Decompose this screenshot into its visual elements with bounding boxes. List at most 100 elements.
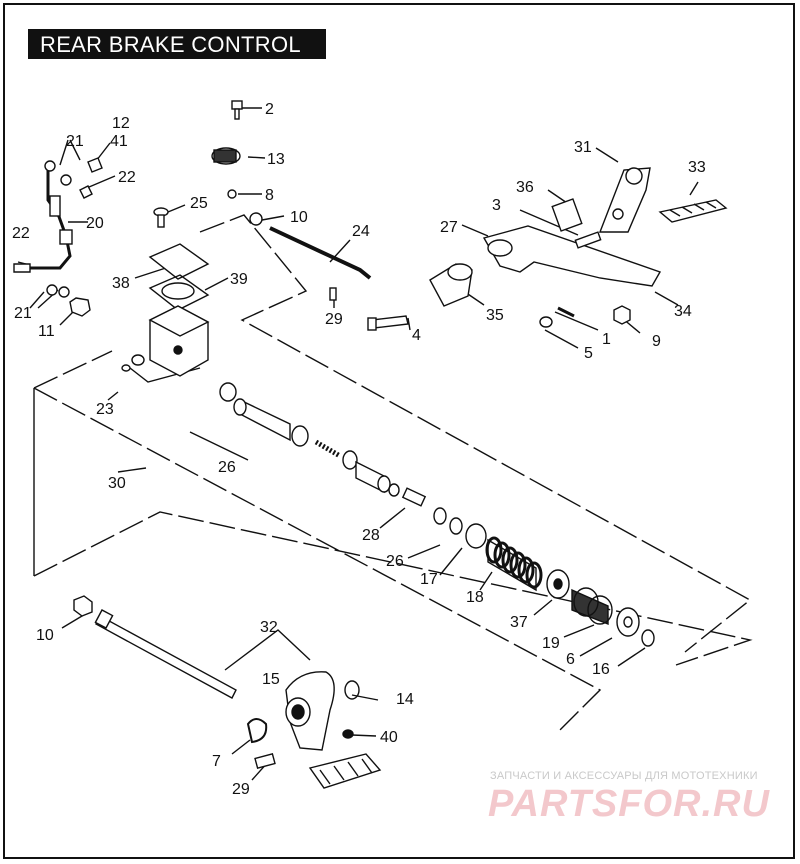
pin-part-29 (329, 287, 337, 301)
diagram-frame (3, 3, 795, 859)
callout-7: 7 (212, 753, 221, 770)
spacer-part-36 (551, 198, 583, 232)
fitting-part-40 (342, 729, 354, 739)
callout-41: 41 (110, 133, 128, 150)
callout-38: 38 (112, 275, 130, 292)
nut-part-11 (69, 297, 91, 317)
callout-3: 3 (492, 197, 501, 214)
boot-part-19 (571, 587, 613, 626)
nut-part-10b (73, 595, 93, 617)
footpeg-part-33 (658, 199, 728, 223)
callout-22: 22 (118, 169, 136, 186)
push-rod-part-32 (94, 609, 237, 699)
callout-21: 21 (66, 133, 84, 150)
callout-26b: 26 (386, 553, 404, 570)
fitting-part-28 (401, 487, 427, 507)
callout-5: 5 (584, 345, 593, 362)
callout-37: 37 (510, 614, 528, 631)
callout-13: 13 (267, 151, 285, 168)
gasket-part-39 (148, 274, 210, 311)
callout-36: 36 (516, 179, 534, 196)
washer-part-37 (546, 569, 570, 599)
callout-24: 24 (352, 223, 370, 240)
title-bar: REAR BRAKE CONTROL (28, 29, 326, 59)
callout-27: 27 (440, 219, 458, 236)
clamp-part-13 (211, 147, 241, 165)
nut-part-9 (613, 305, 631, 325)
callout-15: 15 (262, 671, 280, 688)
spring-part-18 (485, 536, 543, 592)
piston-part-26 (233, 398, 291, 442)
screw-part-2 (231, 100, 243, 120)
callout-29b: 29 (232, 781, 250, 798)
clevis-part-35 (429, 263, 473, 307)
callout-9: 9 (652, 333, 661, 350)
callout-31: 31 (574, 139, 592, 156)
washer-part-5 (539, 316, 553, 328)
brake-line-part-20 (13, 160, 73, 298)
callout-30: 30 (108, 475, 126, 492)
bolt-part-3 (574, 231, 602, 249)
bolt-part-4 (367, 315, 409, 331)
assembly-outline-lower (33, 350, 753, 731)
nut-part-10 (249, 212, 263, 226)
callout-33: 33 (688, 159, 706, 176)
callout-26: 26 (218, 459, 236, 476)
leader-lines (17, 107, 699, 781)
spring-small (314, 439, 342, 459)
callout-10b: 10 (36, 627, 54, 644)
watermark-tagline: ЗАПЧАСТИ И АКСЕССУАРЫ ДЛЯ МОТОТЕХНИКИ (490, 770, 758, 782)
callout-18: 18 (466, 589, 484, 606)
pedal-pad (308, 753, 382, 789)
washer-part-6 (616, 607, 640, 637)
callout-11: 11 (38, 323, 55, 340)
callout-32: 32 (260, 619, 278, 636)
seal-ring (342, 450, 358, 470)
brake-lever-part-27 (482, 225, 662, 287)
callout-16: 16 (592, 661, 610, 678)
callout-19: 19 (542, 635, 560, 652)
callout-17: 17 (420, 571, 438, 588)
cover-part-38 (148, 243, 210, 280)
callout-22b: 22 (12, 225, 30, 242)
clip-part-7 (246, 718, 268, 744)
cotter-pin-part-1 (557, 306, 575, 318)
pushrod-part-24 (269, 226, 372, 280)
master-cylinder-body (121, 305, 210, 377)
callout-6: 6 (566, 651, 575, 668)
callout-labels: 2 13 8 10 12 41 21 22 20 22 21 11 25 38 … (12, 101, 706, 798)
callout-4: 4 (412, 327, 421, 344)
callout-12: 12 (112, 115, 130, 132)
snap-ring-part-16 (641, 629, 655, 647)
callout-20: 20 (86, 215, 104, 232)
pin-part-29b (254, 752, 276, 770)
pedal-part-15 (285, 671, 335, 751)
bracket-part-31 (598, 167, 651, 233)
callout-21b: 21 (14, 305, 32, 322)
callout-28: 28 (362, 527, 380, 544)
callout-10: 10 (290, 209, 308, 226)
callout-25: 25 (190, 195, 208, 212)
ring-part-17 (465, 523, 487, 549)
screw-part-25 (153, 207, 169, 228)
snap-ring-part-17 (449, 517, 463, 535)
callout-14: 14 (396, 691, 414, 708)
callout-34: 34 (674, 303, 692, 320)
callout-1: 1 (602, 331, 611, 348)
callout-23: 23 (96, 401, 114, 418)
seal-part-26b (433, 507, 447, 525)
callout-2: 2 (265, 101, 274, 118)
o-ring-c (388, 483, 400, 497)
callout-40: 40 (380, 729, 398, 746)
banjo-bolt-part-41 (87, 157, 103, 173)
o-ring-b (291, 425, 309, 447)
callout-35: 35 (486, 307, 504, 324)
washer-part-8 (227, 189, 237, 199)
snap-ring-part-14 (344, 680, 360, 700)
callout-8: 8 (265, 187, 274, 204)
page-title: REAR BRAKE CONTROL (40, 32, 301, 57)
o-ring-a (219, 382, 237, 402)
callout-29: 29 (325, 311, 343, 328)
fitting-part-22 (79, 185, 93, 199)
